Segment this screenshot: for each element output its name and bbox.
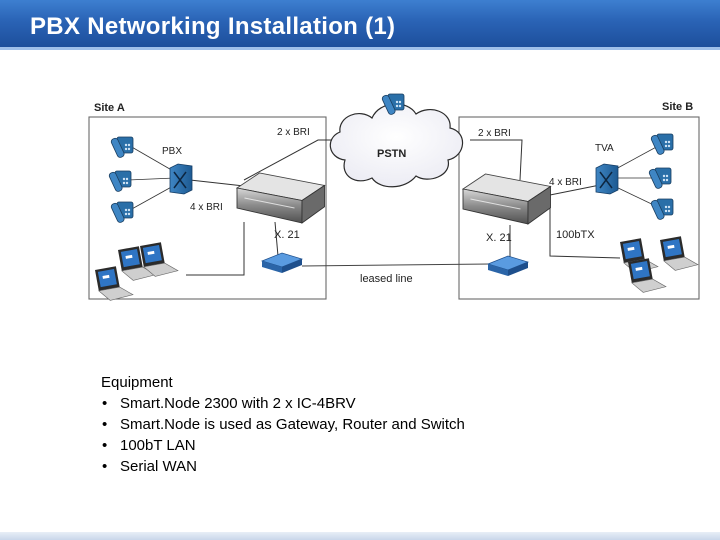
site-a-label: Site A: [94, 102, 125, 114]
modem-a-icon: [261, 252, 303, 274]
link-b-top-label: 2 x BRI: [478, 128, 511, 139]
leased-line: [301, 263, 491, 267]
phone-icon: [649, 133, 674, 156]
smartnode-a-icon: [236, 172, 325, 224]
list-item: •Smart.Node is used as Gateway, Router a…: [102, 416, 465, 433]
slide-title: PBX Networking Installation (1): [30, 13, 396, 40]
site-b-box: [458, 116, 700, 300]
network-diagram: Site A Site B PSTN PBX TVA: [88, 93, 700, 301]
link-tva-node-b: [549, 184, 601, 196]
pstn-label: PSTN: [377, 148, 406, 160]
pstn-cloud: [329, 103, 464, 188]
lan-a: [186, 222, 245, 276]
x21-b-label: X. 21: [486, 232, 512, 244]
phone-icon: [109, 136, 134, 159]
list-item: •Smart.Node 2300 with 2 x IC-4BRV: [102, 395, 356, 412]
equipment-heading: Equipment: [101, 374, 173, 391]
phone-icon: [109, 201, 134, 224]
site-a-box: [88, 116, 327, 300]
list-item: •100bT LAN: [102, 437, 196, 454]
footer-band: [0, 532, 720, 540]
equipment-list: •Smart.Node 2300 with 2 x IC-4BRV •Smart…: [101, 393, 465, 477]
phone-icon: [107, 170, 132, 193]
link-a-bottom-label: 4 x BRI: [190, 202, 223, 213]
link-node-a-modem: [274, 221, 279, 257]
pbx-device-icon: [169, 163, 193, 195]
lan-b-label: 100bTX: [556, 229, 595, 241]
lan-b: [549, 200, 621, 259]
tva-label: TVA: [595, 143, 614, 154]
x21-a-label: X. 21: [274, 229, 300, 241]
link-b-bottom-label: 4 x BRI: [549, 177, 582, 188]
link-pbx-node-a: [189, 179, 245, 187]
phone-icon: [649, 198, 674, 221]
list-item: •Serial WAN: [102, 458, 197, 475]
equipment-section: Equipment •Smart.Node 2300 with 2 x IC-4…: [101, 372, 465, 477]
title-bar: PBX Networking Installation (1): [0, 0, 720, 50]
link-a-pstn: [243, 139, 335, 181]
modem-b-icon: [487, 255, 529, 277]
site-b-label: Site B: [662, 101, 693, 113]
link-b-pstn: [470, 139, 523, 181]
smartnode-b-icon: [462, 173, 551, 225]
tva-device-icon: [595, 163, 619, 195]
laptop-icon: [659, 235, 699, 271]
pbx-label: PBX: [162, 146, 182, 157]
laptop-icon: [627, 257, 667, 293]
link-a-top-label: 2 x BRI: [277, 127, 310, 138]
phone-icon: [647, 167, 672, 190]
leased-line-label: leased line: [360, 273, 413, 285]
